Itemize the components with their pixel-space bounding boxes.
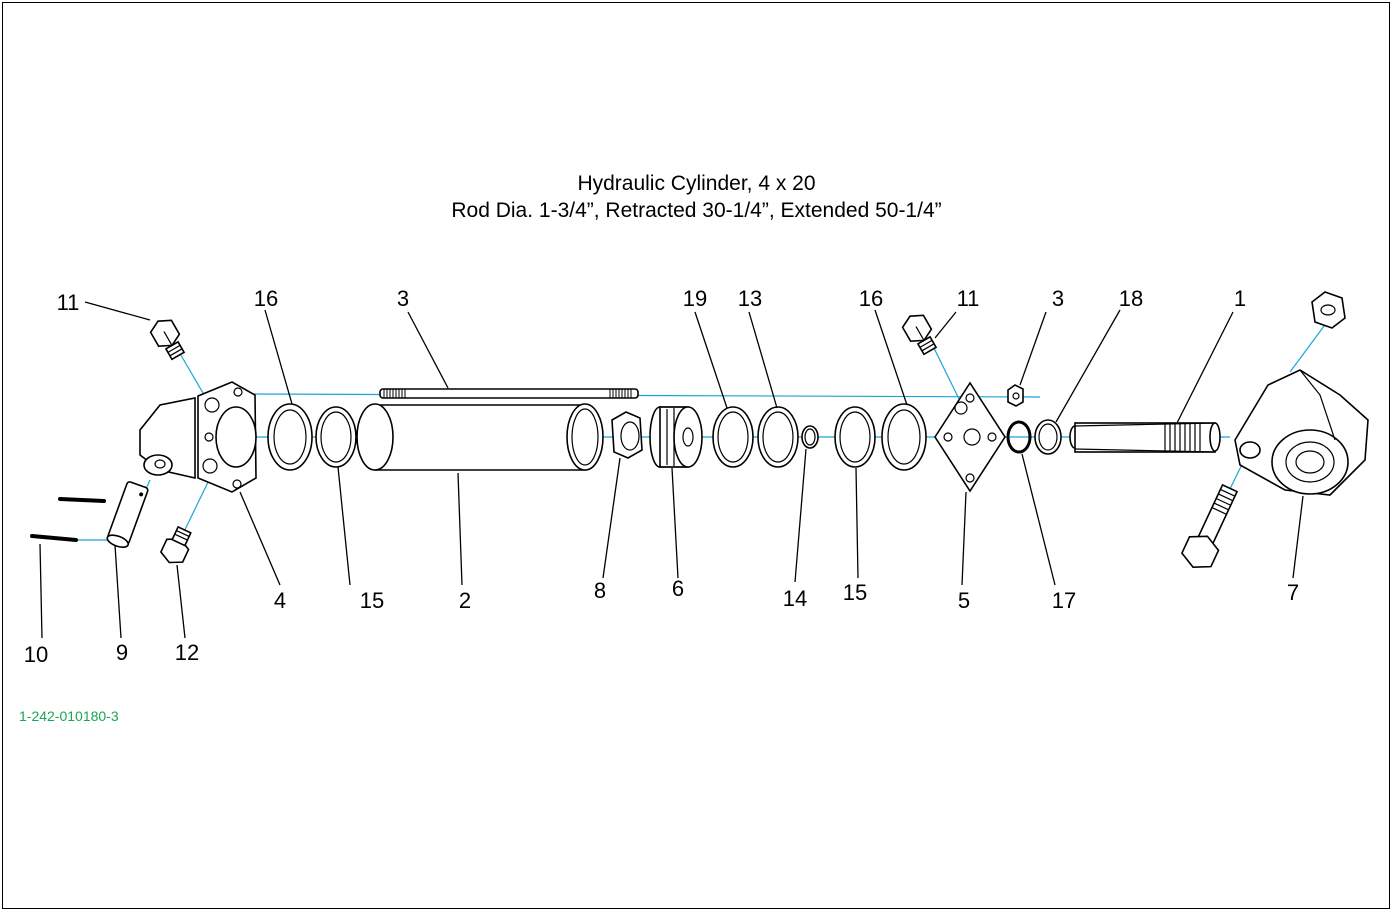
seal-16-left [267, 403, 313, 471]
callout-10: 10 [24, 642, 48, 667]
clevis-nut-axis-line [1289, 317, 1331, 373]
callout-19: 19 [683, 286, 707, 311]
rod-clevis-7 [1234, 291, 1369, 496]
callout-15-right: 15 [843, 580, 867, 605]
wiper-18 [1034, 419, 1062, 455]
callout-18: 18 [1119, 286, 1143, 311]
wear-ring-19 [712, 406, 754, 468]
cotter-pins-10 [30, 497, 106, 542]
callout-1: 1 [1234, 286, 1246, 311]
callout-13: 13 [738, 286, 762, 311]
callout-5: 5 [958, 588, 970, 613]
callout-16-right: 16 [859, 286, 883, 311]
callout-leaders [39, 301, 1304, 639]
clevis-pin-9 [106, 481, 149, 549]
callout-3-left: 3 [397, 286, 409, 311]
callout-3-right: 3 [1052, 286, 1064, 311]
oring-17 [1006, 420, 1032, 454]
callout-7: 7 [1287, 580, 1299, 605]
rear-cap-4 [139, 381, 257, 493]
seal-16-right [881, 403, 927, 471]
callout-12: 12 [175, 640, 199, 665]
oring-14 [801, 425, 819, 449]
callout-14: 14 [783, 586, 807, 611]
barrel-2 [356, 403, 604, 471]
diagram-title: Hydraulic Cylinder, 4 x 20 Rod Dia. 1-3/… [0, 170, 1393, 224]
tie-rod-axis-line [244, 393, 1041, 398]
fitting-11b-axis-line [929, 339, 963, 406]
callout-17: 17 [1052, 588, 1076, 613]
callout-6: 6 [672, 576, 684, 601]
piston-seal-13 [757, 406, 799, 468]
fitting-12 [159, 525, 192, 564]
tie-rod-nut-3 [1007, 384, 1024, 407]
gland-5 [934, 381, 1006, 493]
oring-15-right [834, 406, 876, 468]
callout-2: 2 [459, 588, 471, 613]
title-line-1: Hydraulic Cylinder, 4 x 20 [577, 172, 816, 195]
callout-15-left: 15 [360, 588, 384, 613]
clevis-bolt [1180, 483, 1239, 568]
callout-8: 8 [594, 578, 606, 603]
oring-15-left [315, 406, 357, 468]
piston-nut-8 [611, 411, 643, 459]
tie-rod-3 [379, 388, 639, 399]
title-line-2: Rod Dia. 1-3/4”, Retracted 30-1/4”, Exte… [451, 199, 942, 222]
drawing-number: 1-242-010180-3 [19, 708, 119, 724]
callout-4: 4 [274, 588, 286, 613]
callout-11-left: 11 [57, 290, 80, 315]
callout-11-right: 11 [957, 286, 980, 311]
callout-labels: 11 16 3 19 13 16 11 3 18 1 4 15 2 8 6 14… [24, 286, 1299, 667]
fitting-11-left [149, 319, 186, 361]
fitting-11-right [901, 314, 938, 356]
piston-6 [649, 406, 703, 468]
callout-16-left: 16 [254, 286, 278, 311]
piston-rod-1 [1069, 422, 1221, 453]
callout-9: 9 [116, 640, 128, 665]
